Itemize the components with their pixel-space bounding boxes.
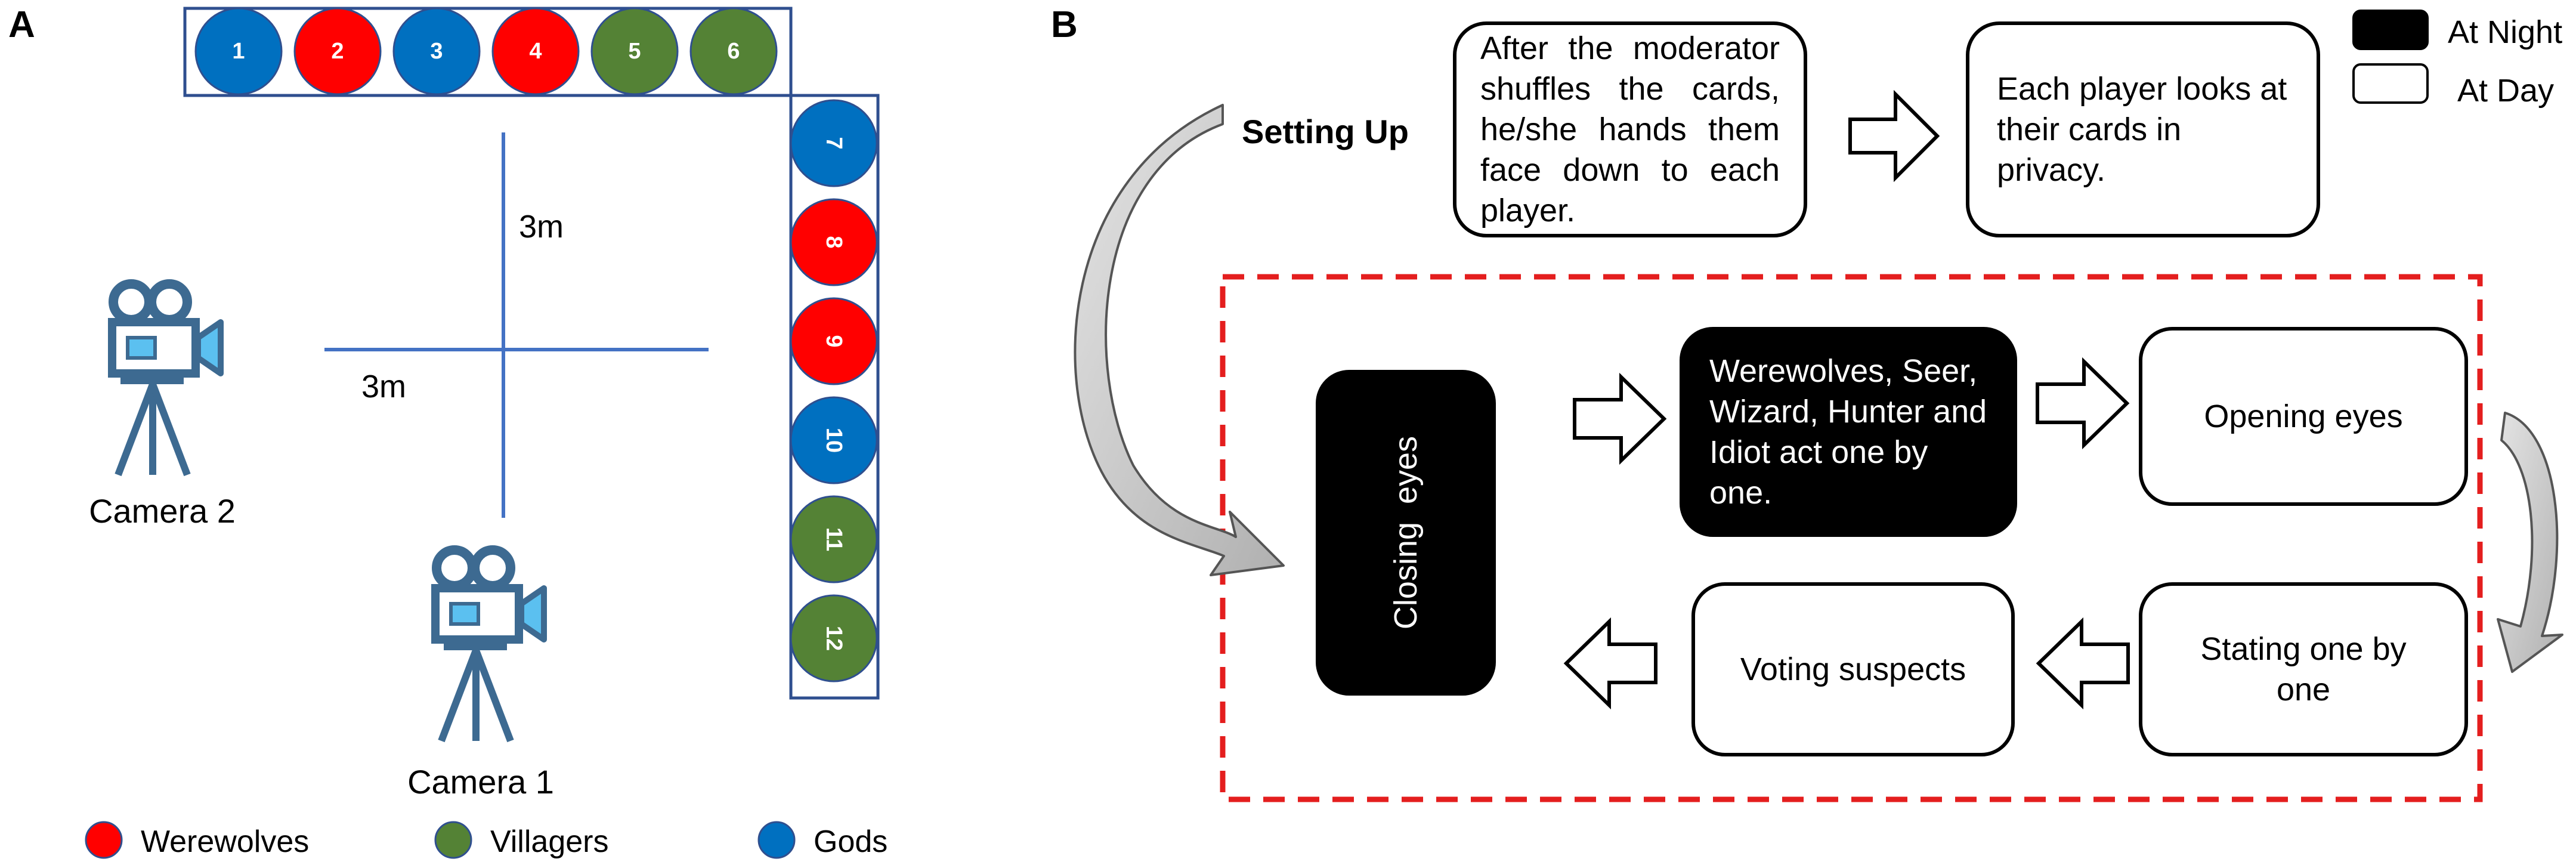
setting-up-label: Setting Up bbox=[1242, 113, 1409, 150]
camera-2-label: Camera 2 bbox=[89, 492, 236, 530]
panel-b-label: B bbox=[1051, 4, 1078, 45]
seat-number: 11 bbox=[821, 527, 846, 551]
legend-swatch-werewolves bbox=[85, 821, 123, 859]
role-legend: Werewolves Villagers Gods bbox=[85, 821, 887, 859]
legend-swatch-gods bbox=[757, 821, 796, 859]
night-legend-swatch bbox=[2352, 10, 2429, 50]
act-one-by-one-text: Werewolves, Seer, Wizard, Hunter and Idi… bbox=[1709, 353, 1987, 511]
closing-eyes-box: Closing eyes bbox=[1316, 370, 1496, 696]
act-one-by-one-box: Werewolves, Seer, Wizard, Hunter and Idi… bbox=[1680, 327, 2017, 537]
legend-label-gods: Gods bbox=[814, 824, 887, 859]
right-column-seats: 7 8 9 10 11 12 bbox=[790, 99, 878, 682]
seat-circle bbox=[392, 7, 481, 95]
panel-a-label: A bbox=[8, 4, 35, 45]
seat-circle bbox=[689, 7, 778, 95]
seat-3: 3 bbox=[392, 7, 481, 95]
closing-eyes-text: Closing eyes bbox=[1388, 435, 1424, 630]
voting-suspects-text: Voting suspects bbox=[1740, 651, 1966, 687]
camera-1-icon bbox=[431, 545, 547, 743]
opening-eyes-box: Opening eyes bbox=[2139, 327, 2468, 506]
seat-7: 7 bbox=[790, 99, 878, 187]
arrow-shuffle-to-look bbox=[1848, 89, 1940, 183]
shuffle-cards-text: After the moderator shuffles the cards, … bbox=[1480, 30, 1780, 228]
arrow-act-to-opening bbox=[2036, 357, 2130, 450]
seat-number: 8 bbox=[821, 236, 846, 248]
look-at-cards-box: Each player looks at their cards in priv… bbox=[1966, 21, 2320, 237]
seat-12: 12 bbox=[790, 594, 878, 682]
legend-label-werewolves: Werewolves bbox=[141, 824, 309, 859]
horizontal-dimension-label: 3m bbox=[361, 369, 406, 404]
seat-4: 4 bbox=[491, 7, 580, 95]
stating-text: Stating one by one bbox=[2200, 631, 2407, 708]
shuffle-cards-box: After the moderator shuffles the cards, … bbox=[1453, 21, 1807, 237]
seat-number: 3 bbox=[430, 39, 443, 64]
seat-number: 5 bbox=[628, 39, 641, 64]
seat-circle bbox=[194, 7, 283, 95]
curved-arrow-opening-to-stating bbox=[2497, 412, 2563, 673]
top-row-seats: 1 2 3 4 5 6 bbox=[194, 7, 778, 95]
seat-circle bbox=[790, 594, 878, 682]
seat-11: 11 bbox=[790, 495, 878, 583]
seat-number: 10 bbox=[821, 428, 846, 453]
seat-number: 4 bbox=[529, 39, 542, 64]
day-legend-label: At Day bbox=[2457, 73, 2554, 109]
arrow-closing-to-act bbox=[1573, 372, 1667, 465]
seat-circle bbox=[790, 495, 878, 583]
seat-9: 9 bbox=[790, 297, 878, 385]
seat-1: 1 bbox=[194, 7, 283, 95]
stating-box: Stating one by one bbox=[2139, 582, 2468, 756]
seat-number: 6 bbox=[727, 39, 740, 64]
arrow-stating-to-voting bbox=[2036, 617, 2130, 710]
seat-circle bbox=[491, 7, 580, 95]
night-legend-label: At Night bbox=[2448, 14, 2562, 50]
seat-circle bbox=[790, 396, 878, 484]
arrow-voting-to-closing bbox=[1563, 617, 1657, 710]
seat-6: 6 bbox=[689, 7, 778, 95]
seat-number: 1 bbox=[232, 39, 245, 64]
seat-2: 2 bbox=[293, 7, 382, 95]
day-legend-swatch bbox=[2352, 63, 2429, 104]
seat-number: 2 bbox=[331, 39, 344, 64]
curved-arrow-setup-to-closing bbox=[1074, 104, 1285, 576]
seat-8: 8 bbox=[790, 198, 878, 286]
seat-10: 10 bbox=[790, 396, 878, 484]
seat-number: 7 bbox=[821, 137, 846, 149]
seat-circle bbox=[790, 297, 878, 385]
seat-5: 5 bbox=[590, 7, 679, 95]
seat-circle bbox=[590, 7, 679, 95]
seat-number: 12 bbox=[821, 626, 846, 651]
legend-label-villagers: Villagers bbox=[490, 824, 608, 859]
look-at-cards-text: Each player looks at their cards in priv… bbox=[1997, 71, 2287, 188]
camera-1-label: Camera 1 bbox=[407, 763, 554, 801]
seat-circle bbox=[790, 198, 878, 286]
vertical-dimension-label: 3m bbox=[519, 209, 564, 245]
right-column-frame bbox=[789, 94, 880, 700]
opening-eyes-text: Opening eyes bbox=[2204, 399, 2403, 434]
seat-circle bbox=[293, 7, 382, 95]
seat-circle bbox=[790, 99, 878, 187]
camera-2-icon bbox=[108, 279, 224, 477]
seat-number: 9 bbox=[821, 335, 846, 347]
voting-suspects-box: Voting suspects bbox=[1691, 582, 2015, 756]
legend-swatch-villagers bbox=[434, 821, 472, 859]
